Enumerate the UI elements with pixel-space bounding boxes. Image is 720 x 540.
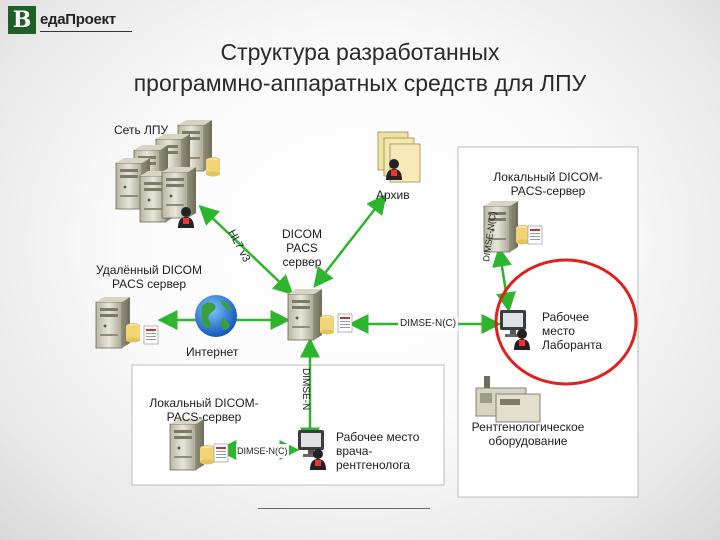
arrow-right-local xyxy=(492,246,516,313)
xray-line-2: оборудование xyxy=(488,434,568,448)
footer-divider xyxy=(258,508,430,509)
bottom-local-line-1: Локальный DICOM- xyxy=(149,396,259,410)
xray-line-1: Рентгенологическое xyxy=(471,420,585,434)
remote-dicom-server-icon xyxy=(95,296,159,349)
arrow-hl7 xyxy=(198,204,294,296)
lab-line-2: место xyxy=(542,324,575,338)
radiologist-line-3: рентгенолога xyxy=(336,458,410,472)
pacs-line-1: DICOM xyxy=(282,227,322,241)
archive-icon xyxy=(377,131,421,183)
archive-label: Архив xyxy=(376,188,410,202)
logo-text: едаПроект xyxy=(40,11,116,28)
arrow-archive-server xyxy=(313,194,387,288)
lab-line-1: Рабочее xyxy=(542,310,590,324)
bottom-local-line-2: PACS-сервер xyxy=(166,410,242,424)
lab-line-3: Лаборанта xyxy=(542,338,603,352)
hl7-label: HL7 v3 xyxy=(225,228,252,264)
pacs-line-3: сервер xyxy=(282,255,322,269)
logo-underline xyxy=(40,31,132,32)
dimse-mid-label: DIMSE-N(C) xyxy=(398,317,459,331)
radiologist-line-2: врача- xyxy=(336,444,373,458)
xray-equipment-label: Рентгенологическое оборудование xyxy=(458,420,598,448)
slide-title-line-2: программно-аппаратных средств для ЛПУ xyxy=(133,70,587,96)
bottom-local-server-label: Локальный DICOM- PACS-сервер xyxy=(140,396,268,424)
remote-dicom-label: Удалённый DICOM PACS сервер xyxy=(84,263,214,291)
logo-letter: В xyxy=(8,6,36,34)
globe-icon xyxy=(195,295,237,337)
xray-equipment-icon xyxy=(475,376,541,423)
highlight-circle xyxy=(494,258,638,386)
radiologist-workstation-label: Рабочее место врача- рентгенолога xyxy=(336,430,419,472)
radiologist-line-1: Рабочее место xyxy=(336,430,420,444)
remote-dicom-line-1: Удалённый DICOM xyxy=(96,263,202,277)
internet-label: Интернет xyxy=(186,345,239,359)
lpu-network-label: Сеть ЛПУ xyxy=(114,123,169,137)
remote-dicom-line-2: PACS сервер xyxy=(111,277,187,291)
company-logo: В едаПроект xyxy=(8,6,132,34)
dicom-pacs-server-label: DICOM PACS сервер xyxy=(272,227,332,269)
pacs-line-2: PACS xyxy=(286,241,318,255)
dicom-pacs-server-icon xyxy=(287,288,353,341)
right-local-server-label: Локальный DICOM- PACS-сервер xyxy=(468,170,628,198)
dimse-vertical-label: DIMSE-N xyxy=(300,368,311,410)
right-local-line-1: Локальный DICOM- xyxy=(493,170,603,184)
right-local-line-2: PACS-сервер xyxy=(510,184,586,198)
lab-workstation-label: Рабочее место Лаборанта xyxy=(542,310,602,352)
slide-title-line-1: Структура разработанных xyxy=(220,39,500,65)
dimse-bottom-label: DIMSE-N(C) xyxy=(236,444,289,458)
